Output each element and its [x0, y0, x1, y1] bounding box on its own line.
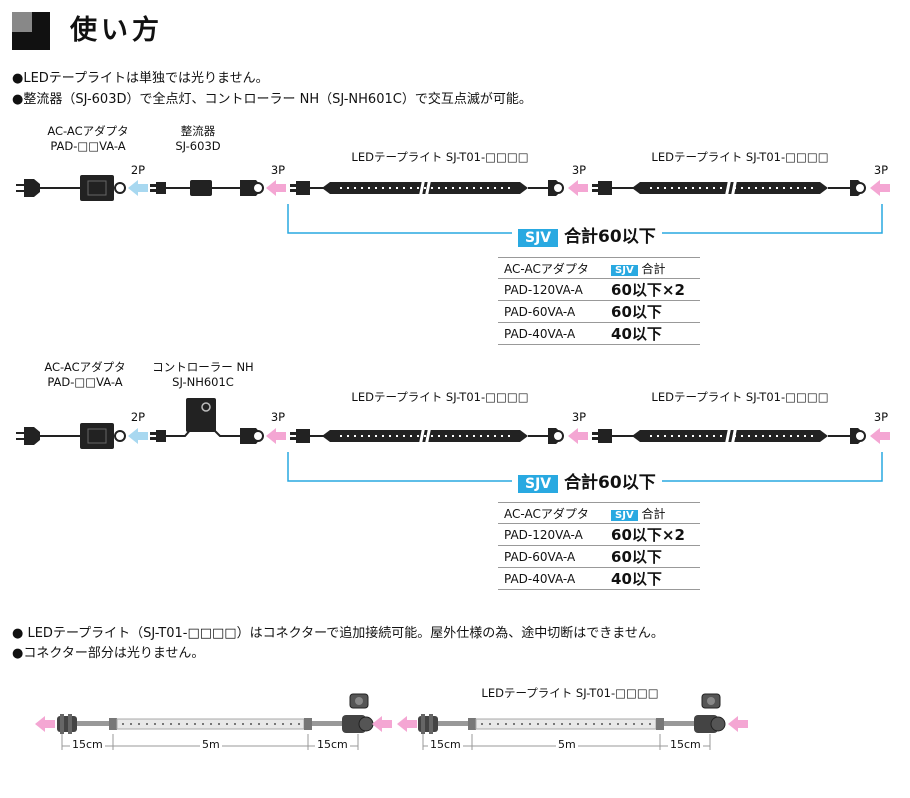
table-cell-value: 60以下 [605, 300, 700, 323]
pink-arrow-icon [568, 180, 588, 196]
device-label-1: 整流器 [180, 124, 216, 138]
controller-icon [150, 398, 264, 444]
pin-3p-label: 3P [571, 410, 587, 424]
page-title: 使い方 [70, 15, 163, 46]
pin-2p-label: 2P [130, 410, 146, 424]
connector-cap-icon [349, 693, 369, 709]
table-row: PAD-120VA-A 60以下×2 [498, 278, 700, 301]
adapter-table: AC-ACアダプタ SJV 合計 PAD-120VA-A 60以下×2 PAD-… [498, 257, 700, 345]
dimension-label: 15cm [428, 738, 463, 751]
pin-3p-label: 3P [873, 410, 889, 424]
pin-3p-label: 3P [873, 163, 889, 177]
table-cell-value: 60以下×2 [605, 523, 700, 546]
led-tape-icon [57, 693, 374, 734]
led-tape-icon [290, 177, 564, 199]
tape-label-2: LEDテープライト SJ-T01-□□□□ [651, 150, 829, 164]
table-header-adapter: AC-ACアダプタ [498, 502, 606, 524]
wiring-diagram-2 [16, 398, 890, 482]
table-cell-value: 40以下 [605, 567, 700, 590]
table-row: PAD-120VA-A 60以下×2 [498, 523, 700, 546]
device-label-2: SJ-603D [175, 139, 221, 153]
table-cell-model: PAD-40VA-A [498, 567, 606, 590]
device-label-1: コントローラー NH [152, 360, 254, 374]
sum-label: SJV 合計60以下 [512, 468, 662, 493]
table-row: PAD-40VA-A 40以下 [498, 322, 700, 345]
tape-label: LEDテープライト SJ-T01-□□□□ [481, 686, 659, 700]
connector-diagram [35, 693, 748, 750]
pink-arrow-icon [568, 428, 588, 444]
blue-arrow-icon [128, 180, 148, 196]
dimension-label: 15cm [668, 738, 703, 751]
connector-cap-icon [701, 693, 721, 709]
led-tape-icon [592, 177, 866, 199]
pink-arrow-icon [870, 428, 890, 444]
rectifier-icon [150, 180, 264, 196]
tape-label-2: LEDテープライト SJ-T01-□□□□ [651, 390, 829, 404]
pink-arrow-icon [35, 716, 55, 732]
note-bottom-2: ●コネクター部分は光りません。 [12, 646, 205, 661]
table-cell-model: PAD-40VA-A [498, 322, 606, 345]
note-top-2: ●整流器（SJ-603D）で全点灯、コントローラー NH（SJ-NH601C）で… [12, 92, 532, 107]
pink-arrow-icon [728, 716, 748, 732]
table-cell-value: 60以下×2 [605, 278, 700, 301]
adapter-label-1: AC-ACアダプタ [44, 360, 126, 374]
sum-label: SJV 合計60以下 [512, 222, 662, 247]
sum-text: 合計60以下 [564, 227, 656, 247]
title-icon [12, 12, 50, 50]
adapter-label-1: AC-ACアダプタ [47, 124, 129, 138]
pink-arrow-icon [397, 716, 417, 732]
adapter-icon [80, 175, 126, 201]
table-cell-model: PAD-60VA-A [498, 545, 606, 568]
pin-3p-label: 3P [270, 410, 286, 424]
adapter-table: AC-ACアダプタ SJV 合計 PAD-120VA-A 60以下×2 PAD-… [498, 502, 700, 590]
plug-icon [16, 179, 80, 197]
table-header-sum: 合計 [641, 261, 666, 276]
note-bottom-1: ● LEDテープライト（SJ-T01-□□□□）はコネクターで追加接続可能。屋外… [12, 626, 664, 641]
sjv-badge: SJV [518, 229, 559, 247]
table-header-sum: 合計 [641, 506, 666, 521]
table-header-adapter: AC-ACアダプタ [498, 257, 606, 279]
pink-arrow-icon [372, 716, 392, 732]
pink-arrow-icon [266, 180, 286, 196]
table-row: PAD-40VA-A 40以下 [498, 567, 700, 590]
blue-arrow-icon [128, 428, 148, 444]
sjv-badge: SJV [611, 264, 638, 276]
sum-text: 合計60以下 [564, 473, 656, 493]
dimension-label: 5m [556, 738, 578, 751]
dimension-label: 15cm [70, 738, 105, 751]
table-cell-value: 60以下 [605, 545, 700, 568]
pink-arrow-icon [870, 180, 890, 196]
table-cell-model: PAD-60VA-A [498, 300, 606, 323]
tape-label-1: LEDテープライト SJ-T01-□□□□ [351, 390, 529, 404]
table-row: PAD-60VA-A 60以下 [498, 300, 700, 323]
led-tape-icon [592, 425, 866, 447]
pin-2p-label: 2P [130, 163, 146, 177]
table-cell-value: 40以下 [605, 322, 700, 345]
sjv-badge: SJV [518, 475, 559, 493]
adapter-label-2: PAD-□□VA-A [50, 139, 126, 153]
table-cell-model: PAD-120VA-A [498, 523, 606, 546]
pink-arrow-icon [266, 428, 286, 444]
plug-icon [16, 427, 80, 445]
dimension-label: 15cm [315, 738, 350, 751]
tape-label-1: LEDテープライト SJ-T01-□□□□ [351, 150, 529, 164]
dimension-label: 5m [200, 738, 222, 751]
wiring-diagram-1 [16, 175, 890, 234]
adapter-icon [80, 423, 126, 449]
led-tape-icon [290, 425, 564, 447]
note-top-1: ●LEDテープライトは単独では光りません。 [12, 71, 269, 86]
adapter-label-2: PAD-□□VA-A [47, 375, 123, 389]
pin-3p-label: 3P [571, 163, 587, 177]
device-label-2: SJ-NH601C [172, 375, 234, 389]
table-cell-model: PAD-120VA-A [498, 278, 606, 301]
pin-3p-label: 3P [270, 163, 286, 177]
table-row: PAD-60VA-A 60以下 [498, 545, 700, 568]
led-tape-icon [418, 693, 726, 734]
sjv-badge: SJV [611, 509, 638, 521]
